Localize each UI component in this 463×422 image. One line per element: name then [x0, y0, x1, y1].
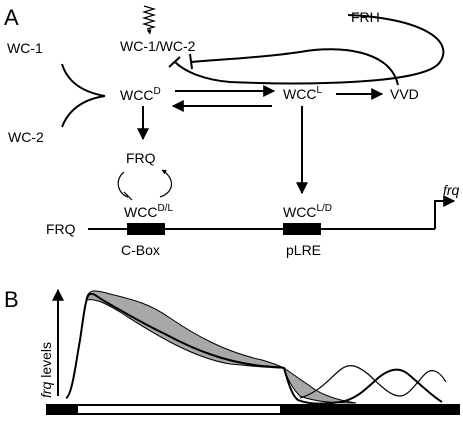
- panel-b-label: B: [4, 287, 19, 312]
- wc1-link: [61, 63, 106, 97]
- frq-activate-loop: [159, 169, 173, 198]
- frh-inhibition-bar: [168, 56, 181, 68]
- frq-inhibit-bar: [123, 191, 133, 201]
- cbox-element: [127, 223, 165, 235]
- label-cbox: C-Box: [121, 242, 160, 258]
- panel-a: A WC-1 WC-2 WCCD WC-1/WC-2 FRH WCCL VVD …: [4, 5, 460, 258]
- node-wc1wc2: WC-1/WC-2: [120, 38, 196, 54]
- node-vvd: VVD: [390, 86, 419, 102]
- light-signal-icon: [141, 5, 157, 30]
- frq-curve-thick: [65, 292, 443, 405]
- wc2-link: [61, 95, 106, 128]
- light-arrow: [146, 28, 152, 35]
- frh-inhibition: [174, 14, 445, 85]
- frq-shaded-area-dark: [283, 366, 357, 404]
- label-frq-gene: frq: [443, 182, 460, 198]
- light-period-segment: [78, 406, 280, 413]
- y-axis-label: frq levels: [38, 342, 54, 398]
- panel-b: B frq levels: [4, 287, 460, 415]
- node-wccdl: WCCD/L: [124, 203, 173, 220]
- frq-curve-thin: [299, 365, 447, 399]
- label-frq-left: FRQ: [46, 221, 76, 237]
- panel-a-label: A: [4, 5, 19, 30]
- frq-shaded-area-light: [85, 290, 285, 369]
- label-plre: pLRE: [286, 242, 321, 258]
- vvd-inhibition-bar: [189, 53, 193, 70]
- vvd-inhibition: [191, 48, 399, 86]
- node-wccld: WCCL/D: [283, 203, 332, 220]
- node-wc1: WC-1: [7, 40, 43, 56]
- frq-inhibit-loop: [117, 171, 129, 198]
- node-wccl: WCCL: [283, 85, 322, 102]
- node-wccd: WCCD: [120, 86, 161, 103]
- node-frq-protein: FRQ: [126, 150, 156, 166]
- plre-element: [283, 223, 321, 235]
- node-wc2: WC-2: [8, 129, 44, 145]
- transcription-start-arrow: [434, 195, 456, 229]
